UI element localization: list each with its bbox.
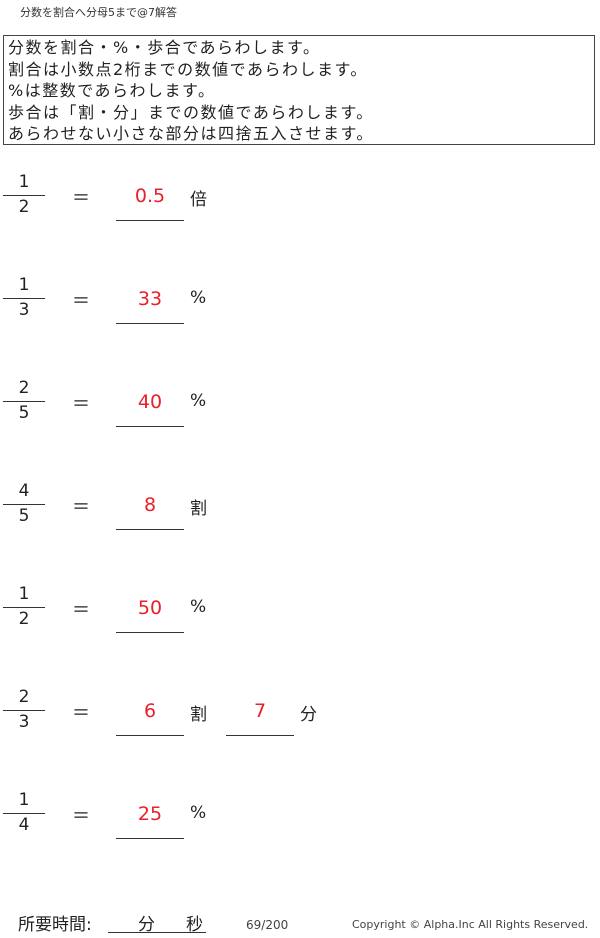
numerator: 1 bbox=[18, 172, 30, 192]
answer-field[interactable]: 50 bbox=[116, 596, 184, 633]
denominator: 3 bbox=[18, 712, 30, 732]
unit-label: % bbox=[190, 803, 207, 823]
fraction-bar bbox=[3, 401, 45, 402]
numerator: 1 bbox=[18, 790, 30, 810]
equals-sign: ＝ bbox=[72, 291, 90, 312]
denominator: 3 bbox=[18, 300, 30, 320]
answer-field[interactable]: 25 bbox=[116, 802, 184, 839]
denominator: 5 bbox=[18, 403, 30, 423]
problem-row: 1 2 ＝ 0.5 倍 bbox=[0, 172, 600, 275]
problem-row: 2 5 ＝ 40 % bbox=[0, 378, 600, 481]
answer-field[interactable]: 40 bbox=[116, 390, 184, 427]
equals-sign: ＝ bbox=[72, 600, 90, 621]
fraction: 1 4 bbox=[3, 790, 45, 836]
seconds-label: 秒 bbox=[186, 915, 203, 935]
equals-sign: ＝ bbox=[72, 394, 90, 415]
numerator: 2 bbox=[18, 687, 30, 707]
instruction-line: 割合は小数点2桁までの数値であらわします。 bbox=[8, 59, 368, 79]
minutes-label: 分 bbox=[138, 915, 155, 935]
fraction-bar bbox=[3, 710, 45, 711]
problem-list: 1 2 ＝0.5 倍 1 3 ＝33 % 2 5 ＝40 % 4 5 ＝8 割 … bbox=[0, 172, 600, 893]
instruction-line: 分数を割合・%・歩合であらわします。 bbox=[8, 38, 321, 57]
fraction: 2 3 bbox=[3, 687, 45, 733]
fraction-bar bbox=[3, 607, 45, 608]
time-field[interactable]: 分 秒 bbox=[108, 910, 206, 935]
unit-label: 分 bbox=[300, 705, 317, 725]
unit-label: % bbox=[190, 391, 207, 411]
fraction-bar bbox=[3, 813, 45, 814]
instruction-line: %は整数であらわします。 bbox=[8, 81, 216, 100]
numerator: 4 bbox=[18, 481, 30, 501]
fraction-bar bbox=[3, 195, 45, 196]
fraction-bar bbox=[3, 504, 45, 505]
denominator: 4 bbox=[18, 815, 30, 835]
problem-row: 4 5 ＝ 8 割 bbox=[0, 481, 600, 584]
unit-label: 割 bbox=[190, 499, 207, 519]
fraction: 1 3 bbox=[3, 275, 45, 321]
answer-field[interactable]: 6 bbox=[116, 699, 184, 736]
numerator: 2 bbox=[18, 378, 30, 398]
equals-sign: ＝ bbox=[72, 806, 90, 827]
fraction: 4 5 bbox=[3, 481, 45, 527]
equals-sign: ＝ bbox=[72, 703, 90, 724]
answer-field[interactable]: 7 bbox=[226, 699, 294, 736]
unit-label: % bbox=[190, 597, 207, 617]
page-number: 69/200 bbox=[246, 918, 289, 932]
problem-row: 1 3 ＝ 33 % bbox=[0, 275, 600, 378]
instructions-box: 分数を割合・%・歩合であらわします。 割合は小数点2桁までの数値であらわします。… bbox=[3, 35, 595, 145]
fraction: 1 2 bbox=[3, 584, 45, 630]
unit-label: 割 bbox=[190, 705, 207, 725]
numerator: 1 bbox=[18, 275, 30, 295]
worksheet-title: 分数を割合へ分母5まで@7解答 bbox=[20, 6, 177, 19]
numerator: 1 bbox=[18, 584, 30, 604]
unit-label: 倍 bbox=[190, 190, 207, 210]
answer-field[interactable]: 8 bbox=[116, 493, 184, 530]
answer-field[interactable]: 0.5 bbox=[116, 184, 184, 221]
unit-label: % bbox=[190, 288, 207, 308]
equals-sign: ＝ bbox=[72, 188, 90, 209]
denominator: 2 bbox=[18, 609, 30, 629]
denominator: 5 bbox=[18, 506, 30, 526]
denominator: 2 bbox=[18, 197, 30, 217]
problem-row: 1 4 ＝ 25 % bbox=[0, 790, 600, 893]
instruction-line: 歩合は「割・分」までの数値であらわします。 bbox=[8, 102, 374, 122]
answer-field[interactable]: 33 bbox=[116, 287, 184, 324]
fraction-bar bbox=[3, 298, 45, 299]
equals-sign: ＝ bbox=[72, 497, 90, 518]
time-label: 所要時間: bbox=[18, 915, 92, 935]
fraction: 2 5 bbox=[3, 378, 45, 424]
problem-row: 1 2 ＝ 50 % bbox=[0, 584, 600, 687]
copyright: Copyright © Alpha.Inc All Rights Reserve… bbox=[352, 918, 589, 931]
fraction: 1 2 bbox=[3, 172, 45, 218]
instruction-line: あらわせない小さな部分は四捨五入させます。 bbox=[8, 124, 374, 143]
